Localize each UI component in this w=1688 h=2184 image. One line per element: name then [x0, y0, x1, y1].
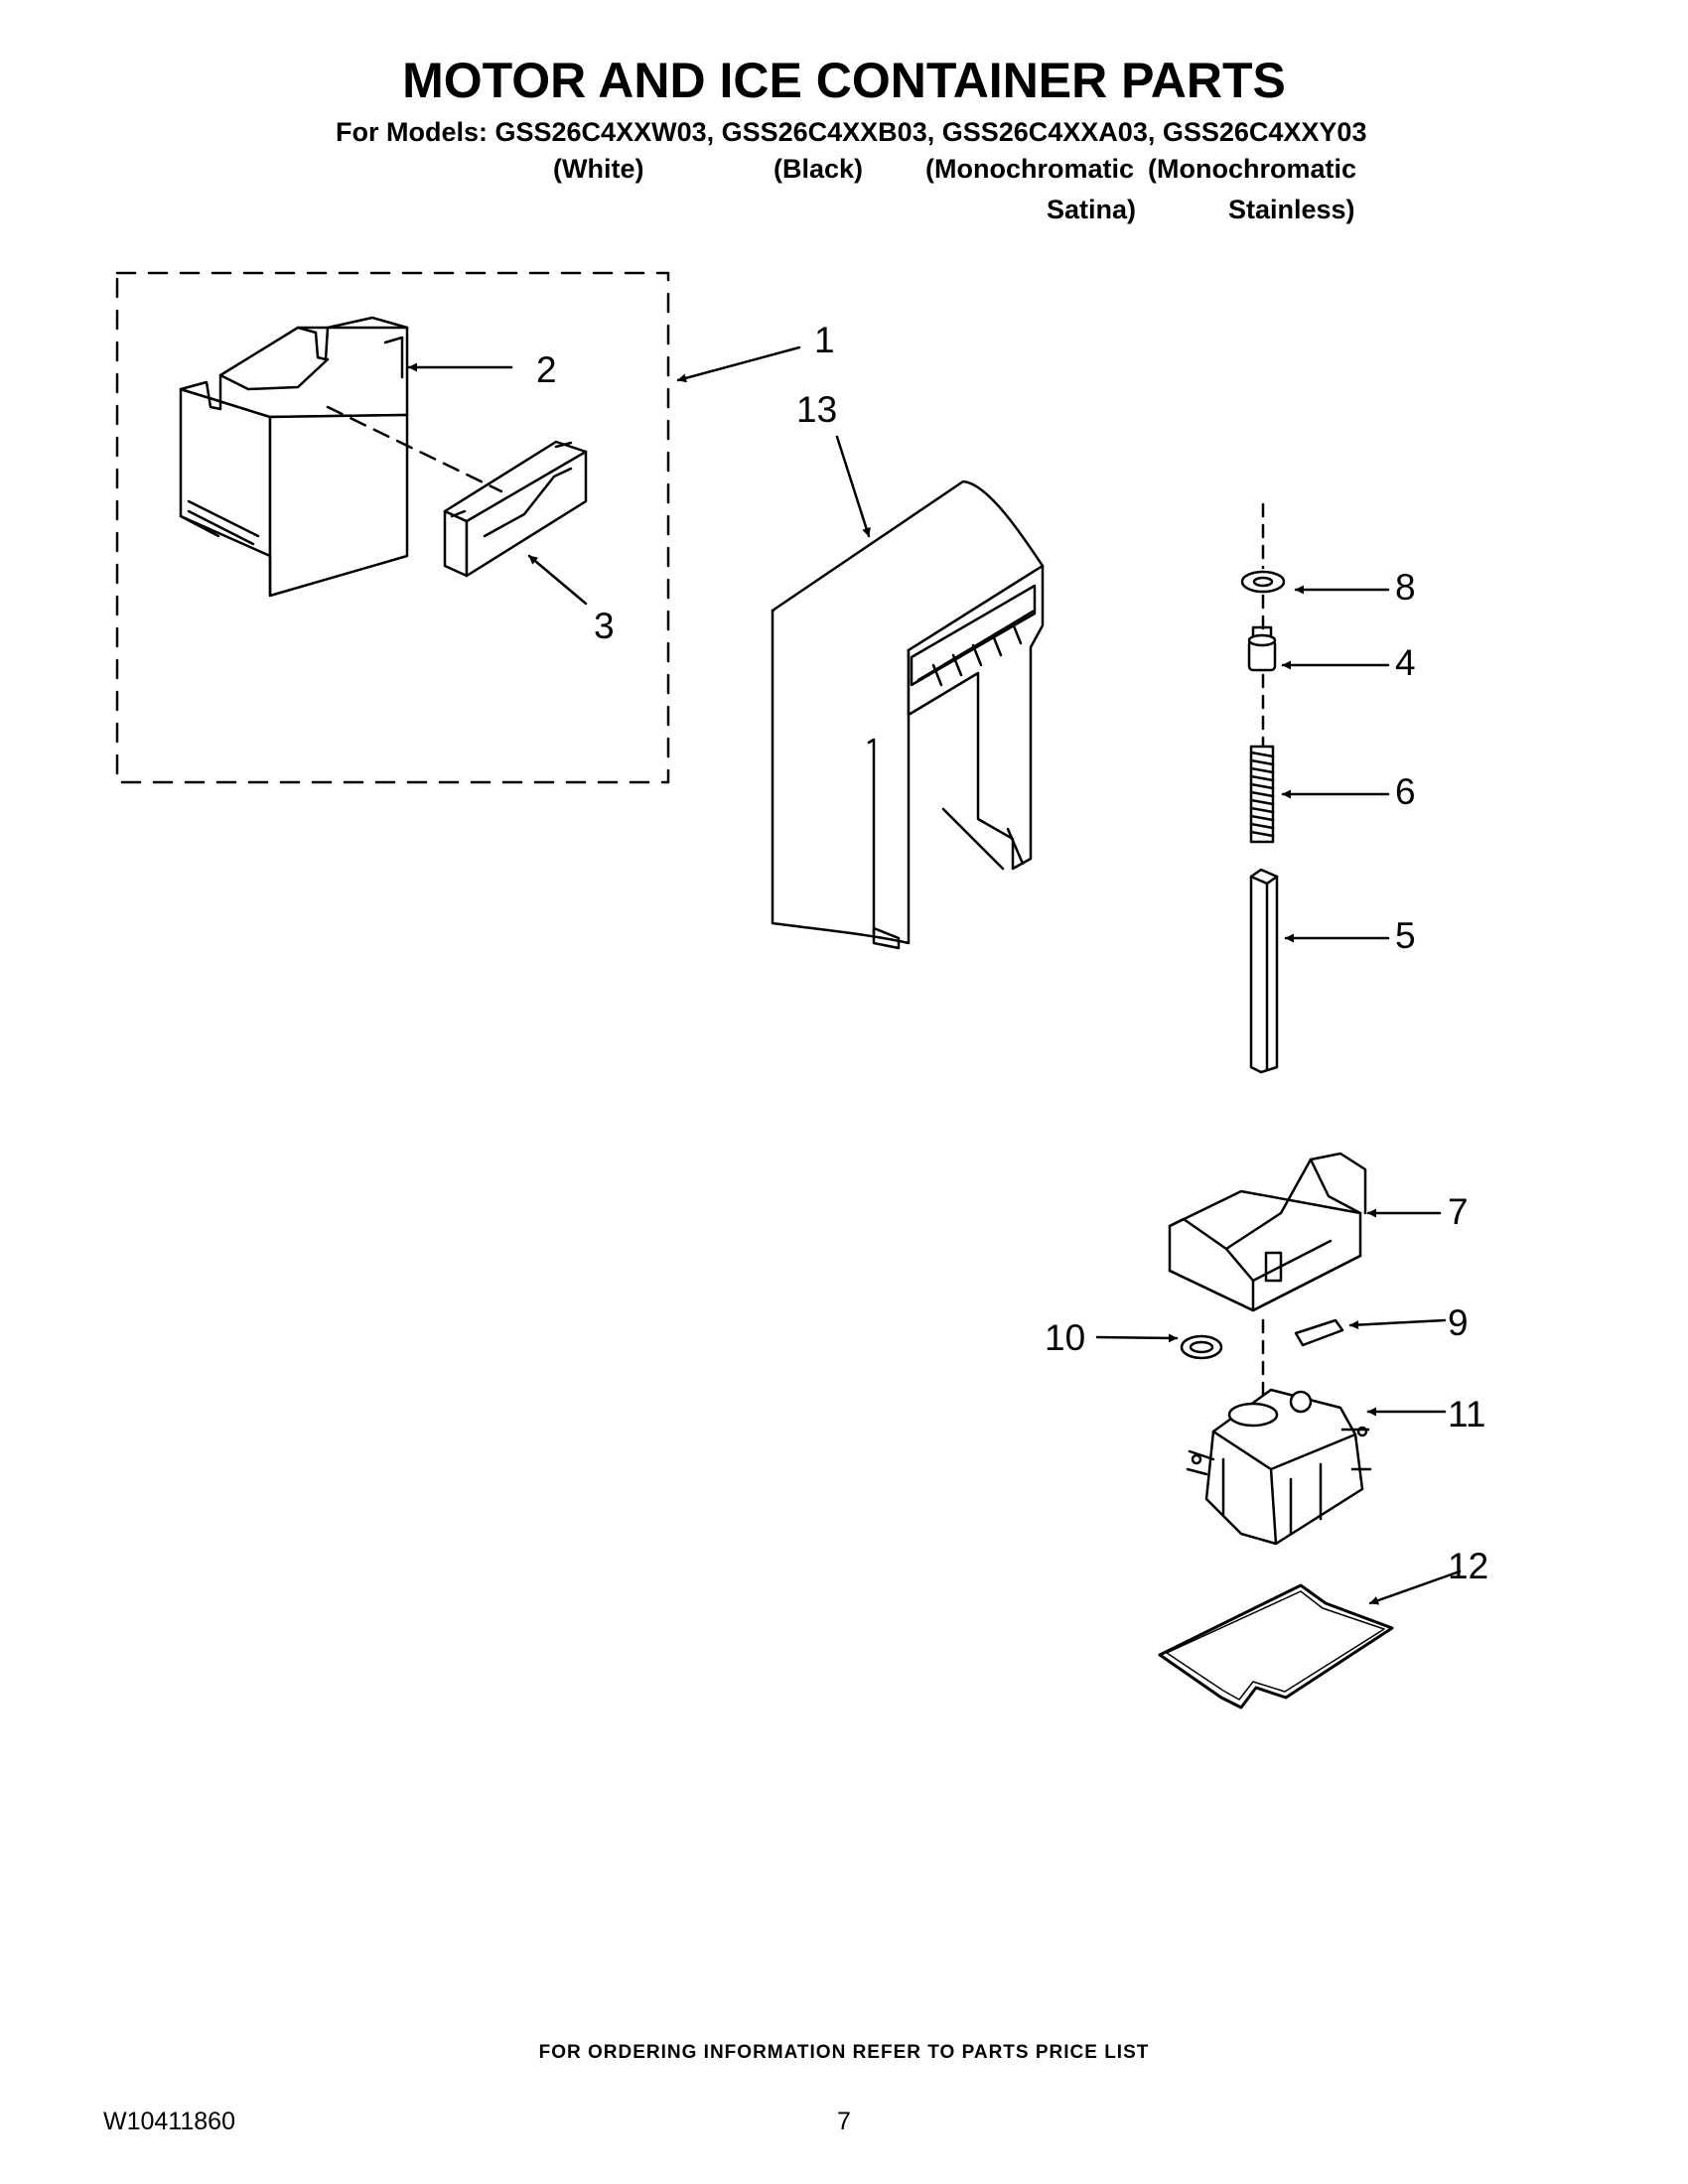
document-number: W10411860 — [103, 2108, 235, 2135]
assembly-box — [115, 271, 670, 784]
callout-7: 7 — [1448, 1191, 1469, 1232]
variant-monochromatic-stainless-line2: Stainless) — [1228, 195, 1355, 224]
variant-monochromatic-satina-line2: Satina) — [1047, 195, 1137, 224]
arrow-1 — [676, 345, 801, 383]
models-line: For Models: GSS26C4XXW03, GSS26C4XXB03, … — [336, 117, 1367, 147]
dashed-guide-2-3 — [326, 405, 503, 493]
part-11-motor — [1186, 1388, 1372, 1546]
variant-black: (Black) — [774, 154, 864, 184]
callout-1: 1 — [814, 320, 835, 360]
variant-white: (White) — [553, 154, 644, 184]
callout-4: 4 — [1395, 642, 1416, 683]
ordering-note: FOR ORDERING INFORMATION REFER TO PARTS … — [538, 2042, 1150, 2063]
part-5-shaft — [1249, 868, 1279, 1074]
part-10-ring-hole — [1189, 1340, 1214, 1354]
part-8-washer — [1240, 570, 1286, 594]
arrow-12 — [1368, 1570, 1462, 1605]
callout-10: 10 — [1045, 1317, 1085, 1358]
part-9-key — [1294, 1318, 1344, 1347]
callout-9: 9 — [1448, 1302, 1469, 1343]
callout-8: 8 — [1395, 567, 1416, 608]
page-number: 7 — [837, 2108, 851, 2135]
part-13-cover — [771, 479, 1045, 950]
callout-13: 13 — [796, 389, 837, 430]
callout-3: 3 — [594, 606, 615, 646]
part-8-washer-hole — [1252, 576, 1274, 588]
arrow-10 — [1095, 1333, 1179, 1343]
arrow-3 — [527, 554, 588, 606]
part-4-coupler — [1247, 625, 1277, 672]
arrow-9 — [1348, 1318, 1447, 1330]
part-2-ice-container — [179, 316, 409, 598]
variant-monochromatic-stainless-line1: (Monochromatic — [1148, 154, 1357, 184]
arrow-13 — [835, 435, 871, 538]
part-3-bracket — [443, 440, 588, 578]
part-12-gasket-inner — [1166, 1590, 1385, 1701]
part-10-ring — [1180, 1334, 1223, 1360]
part-7-housing — [1168, 1152, 1367, 1312]
callout-5: 5 — [1395, 915, 1416, 956]
callout-12: 12 — [1448, 1546, 1488, 1586]
callout-2: 2 — [536, 349, 557, 390]
callout-6: 6 — [1395, 771, 1416, 812]
callout-11: 11 — [1448, 1394, 1485, 1434]
part-12-gasket — [1158, 1583, 1394, 1709]
variant-monochromatic-satina-line1: (Monochromatic — [925, 154, 1135, 184]
part-6-spring — [1249, 745, 1275, 844]
page-title: MOTOR AND ICE CONTAINER PARTS — [402, 53, 1286, 108]
